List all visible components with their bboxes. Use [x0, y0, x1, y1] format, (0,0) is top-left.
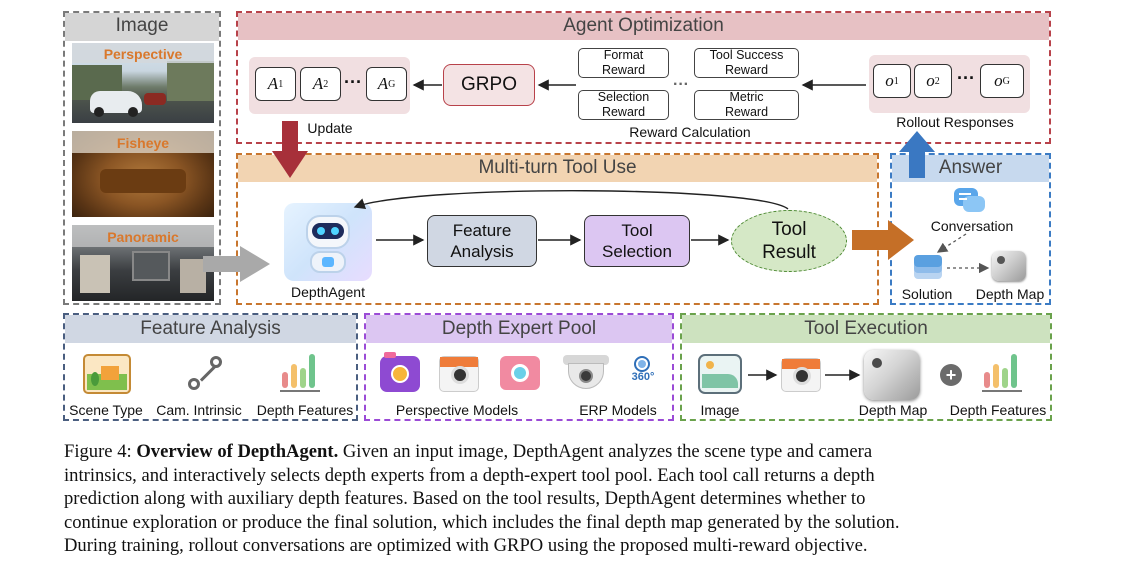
- exec-depth-map-icon: [864, 350, 920, 400]
- caption-line-5: During training, rollout conversations a…: [64, 535, 868, 557]
- metric-reward-box: Metric Reward: [694, 90, 799, 120]
- cam-intrinsic-label: Cam. Intrinsic: [156, 402, 242, 418]
- perspective-models-label: Perspective Models: [395, 402, 519, 418]
- multi-turn-header: Multi-turn Tool Use: [238, 155, 877, 182]
- feature-analysis-panel: Feature Analysis: [63, 313, 358, 421]
- advantage-ellipsis: ···: [344, 72, 362, 92]
- selection-reward-box: Selection Reward: [578, 90, 669, 120]
- tool-execution-header: Tool Execution: [682, 315, 1050, 343]
- grpo-box: GRPO: [443, 64, 535, 106]
- camera-icon-2: [439, 356, 479, 392]
- conversation-label: Conversation: [930, 218, 1014, 234]
- caption-line-4: continue exploration or produce the fina…: [64, 511, 900, 533]
- reward-calculation-label: Reward Calculation: [629, 124, 751, 140]
- solution-label: Solution: [901, 286, 953, 302]
- solution-icon: [912, 253, 944, 281]
- depth-map-label-answer: Depth Map: [975, 286, 1045, 302]
- input-arrow: [203, 246, 270, 282]
- depth-expert-pool-header: Depth Expert Pool: [366, 315, 672, 343]
- caption-bold: Overview of DepthAgent.: [136, 441, 339, 462]
- caption-line-1: Figure 4: Overview of DepthAgent. Given …: [64, 441, 873, 462]
- output-ellipsis: ···: [957, 68, 975, 88]
- depth-expert-pool-title: Depth Expert Pool: [441, 318, 597, 339]
- feature-analysis-title: Feature Analysis: [140, 318, 281, 339]
- answer-title: Answer: [938, 157, 1003, 178]
- multi-turn-title: Multi-turn Tool Use: [478, 157, 637, 178]
- conversation-icon: [954, 188, 985, 212]
- scene-type-icon: [83, 354, 131, 394]
- erp-models-label: ERP Models: [579, 402, 657, 418]
- answer-up-arrow: [899, 131, 935, 178]
- badge-360: 360°: [631, 371, 655, 383]
- depthagent-robot-icon: [284, 203, 372, 281]
- result-to-answer-arrow: [852, 220, 914, 260]
- agent-optimization-header: Agent Optimization: [238, 13, 1049, 40]
- feature-analysis-node: Feature Analysis: [427, 215, 537, 267]
- fisheye-label: Fisheye: [116, 135, 170, 151]
- rollout-responses-label: Rollout Responses: [896, 114, 1014, 130]
- reward-ellipsis: ···: [673, 76, 689, 93]
- agent-optimization-panel: Agent Optimization: [236, 11, 1051, 144]
- perspective-image: Perspective: [72, 43, 214, 123]
- depth-expert-pool-panel: Depth Expert Pool: [364, 313, 674, 421]
- tool-execution-title: Tool Execution: [804, 318, 928, 339]
- figure-caption: Figure 4: Overview of DepthAgent. Given …: [64, 440, 1064, 558]
- perspective-label: Perspective: [103, 46, 183, 62]
- dome-camera-icon: [563, 355, 609, 391]
- arrow-conversation-to-solution: [936, 233, 967, 253]
- panoramic-image: Panoramic: [72, 225, 214, 301]
- image-panel-header: Image: [65, 13, 219, 41]
- image-panel: Image Perspective Fisheye Panoramic: [63, 11, 221, 305]
- arrow-loop-back: [353, 190, 789, 210]
- exec-depth-features-label: Depth Features: [949, 402, 1047, 418]
- exec-depth-features-icon: [982, 352, 1024, 394]
- plus-icon: +: [940, 364, 962, 386]
- cam-intrinsic-icon: [186, 354, 228, 394]
- image-panel-title: Image: [115, 15, 169, 36]
- depth-map-icon-answer: [992, 251, 1026, 281]
- caption-line-2: intrinsics, and interactively selects de…: [64, 464, 875, 486]
- feature-analysis-header: Feature Analysis: [65, 315, 356, 343]
- image-icon: [698, 354, 742, 394]
- exec-depth-map-label: Depth Map: [858, 402, 928, 418]
- panoramic-label: Panoramic: [107, 229, 179, 245]
- multi-turn-panel: Multi-turn Tool Use: [236, 153, 879, 305]
- depth-features-label: Depth Features: [256, 402, 354, 418]
- update-label: Update: [307, 120, 353, 136]
- tool-result-node: Tool Result: [731, 210, 847, 272]
- format-reward-box: Format Reward: [578, 48, 669, 78]
- tool-success-reward-box: Tool Success Reward: [694, 48, 799, 78]
- caption-line-3: prediction along with auxiliary depth fe…: [64, 488, 866, 510]
- depthagent-label: DepthAgent: [291, 284, 365, 300]
- camera-icon-3: [500, 356, 540, 390]
- camera-icon-1: [380, 352, 420, 392]
- agent-optimization-title: Agent Optimization: [563, 15, 724, 36]
- fisheye-image: Fisheye: [72, 131, 214, 217]
- update-arrow: [272, 121, 308, 178]
- depth-features-icon: [280, 352, 322, 394]
- scene-type-label: Scene Type: [69, 402, 143, 418]
- tool-selection-node: Tool Selection: [584, 215, 690, 267]
- camera-360-icon: 360°: [626, 354, 660, 390]
- exec-camera-icon: [781, 358, 821, 392]
- tool-execution-panel: Tool Execution: [680, 313, 1052, 421]
- exec-image-label: Image: [700, 402, 740, 418]
